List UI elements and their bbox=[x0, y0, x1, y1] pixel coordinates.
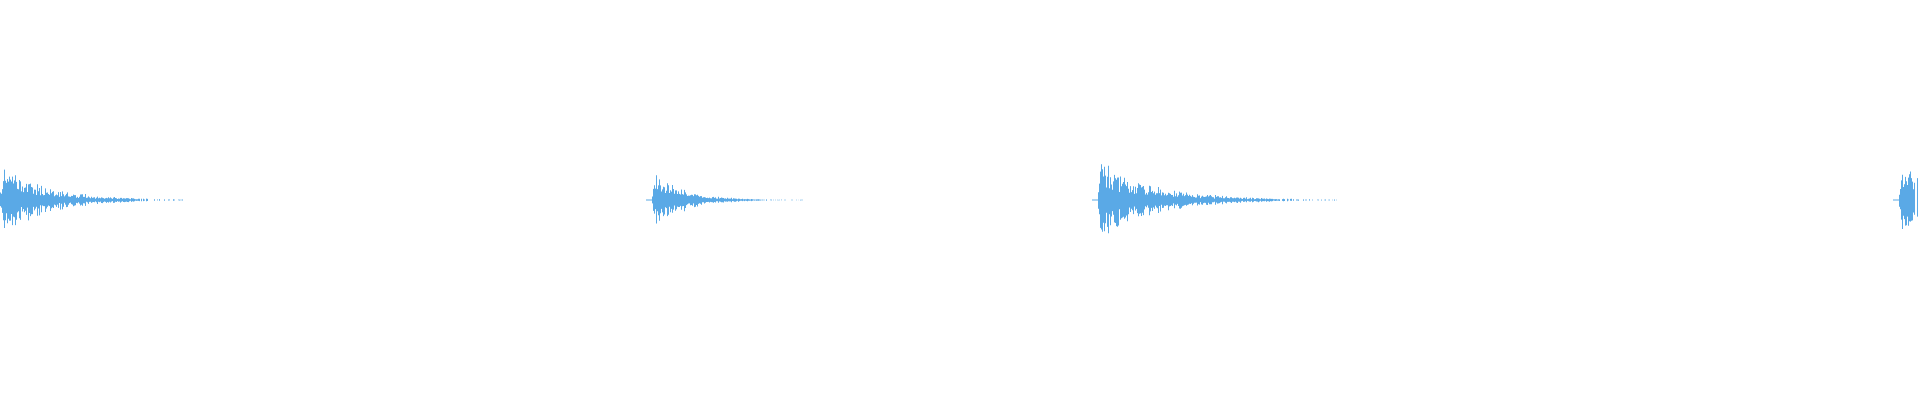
waveform-burst-3 bbox=[1092, 164, 1337, 234]
waveform-bursts bbox=[0, 164, 1920, 234]
waveform-burst-1 bbox=[0, 169, 183, 228]
waveform-burst-path bbox=[652, 175, 803, 224]
waveform-burst-path bbox=[1098, 164, 1337, 234]
waveform-burst-4 bbox=[1893, 171, 1920, 229]
waveform-burst-path bbox=[0, 169, 183, 228]
waveform-burst-2 bbox=[646, 175, 803, 224]
waveform-burst-path bbox=[1899, 171, 1920, 229]
